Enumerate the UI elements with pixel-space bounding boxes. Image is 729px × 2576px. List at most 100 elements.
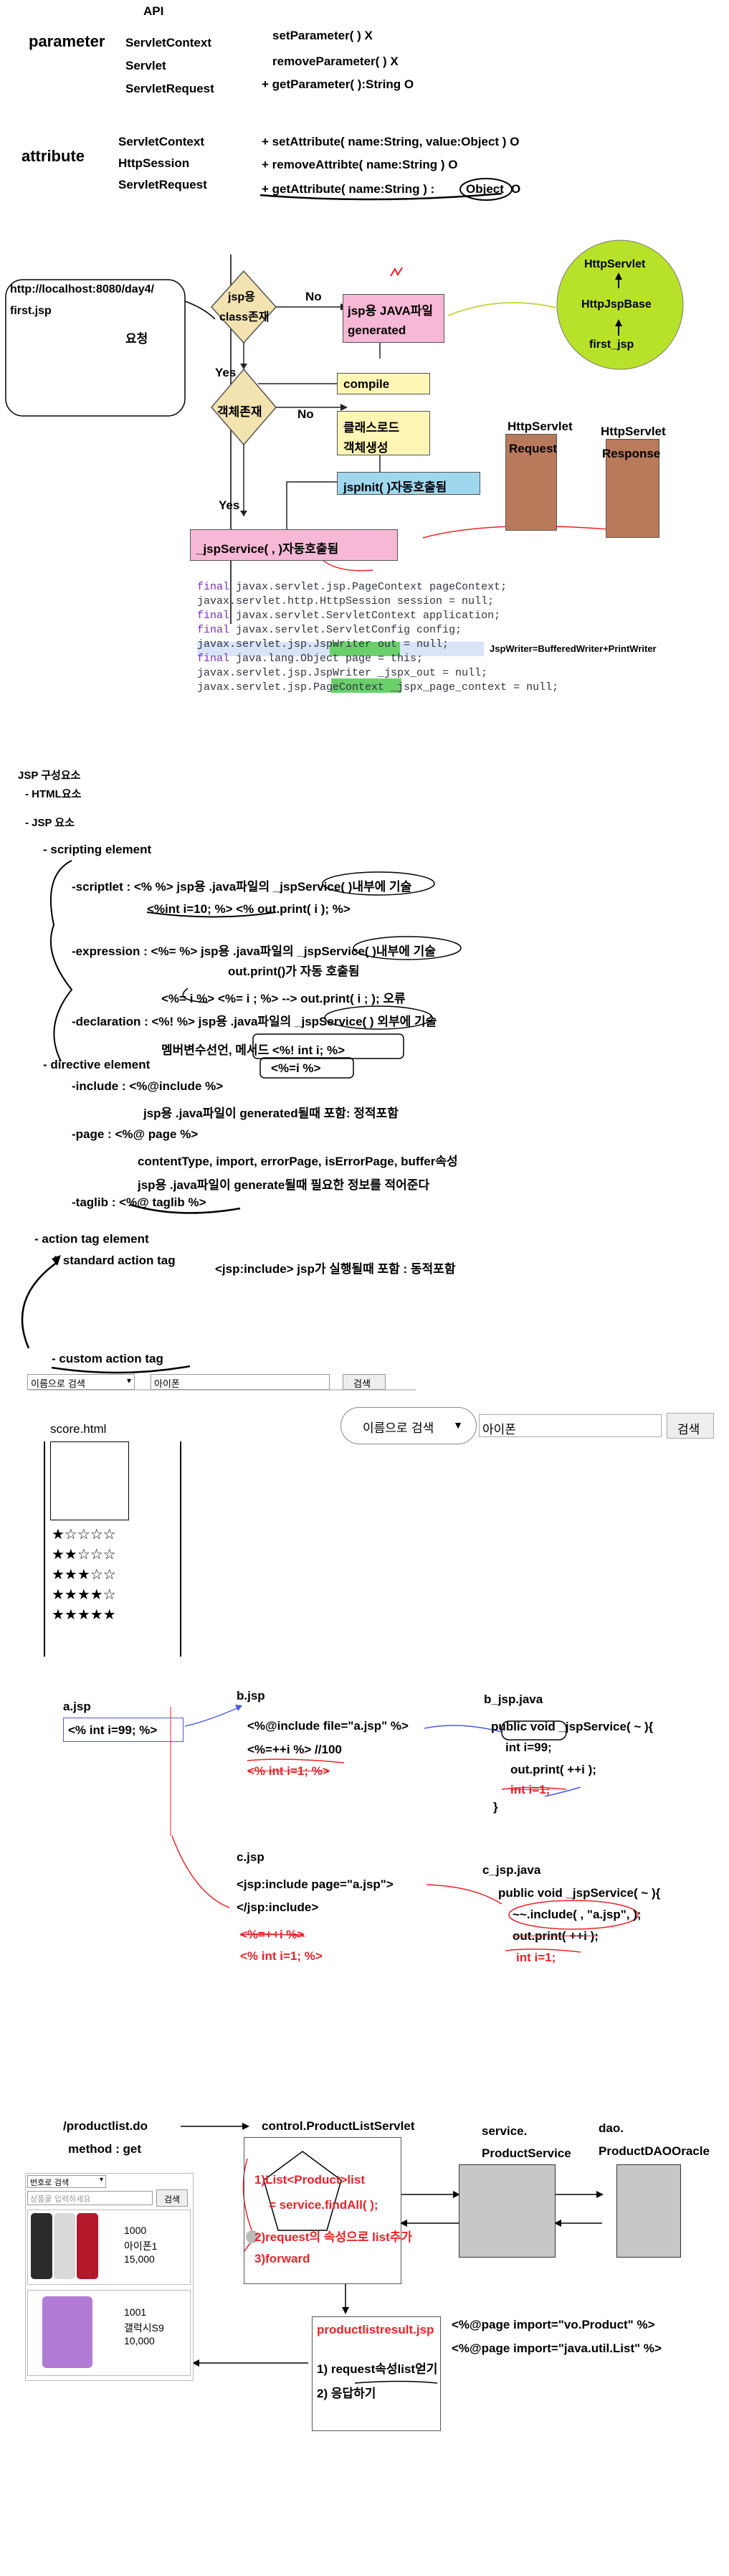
standard-action-tag: " standard action tag [54, 1254, 176, 1267]
big-search-button[interactable]: 검색 [667, 1413, 714, 1439]
b-java-line-5: } [493, 1800, 498, 1814]
declaration-desc: -declaration : <%! %> jsp용 .java파일의 _jsp… [72, 1015, 437, 1028]
yes-label-2: Yes [219, 498, 240, 512]
service-class: ProductService [482, 2146, 571, 2160]
scriptlet-example: <%int i=10; %> <% out.print( i ); %> [147, 902, 351, 916]
object-type: Object [466, 182, 504, 196]
class-load-box: 클래스로드 객체생성 [337, 411, 430, 455]
b-java-line-3: out.print( ++i ); [510, 1763, 596, 1776]
result-step-1: 1) request속성list얻기 [317, 2362, 438, 2376]
score-file: score.html [50, 1422, 107, 1436]
mini-search-input[interactable]: 상품을 입력하세요 [27, 2191, 153, 2205]
service-box [459, 2164, 556, 2258]
product-card[interactable]: 1000 아이폰1 15,000 [27, 2210, 191, 2285]
mini-search-button[interactable]: 검색 [156, 2189, 188, 2207]
product-card[interactable]: 1001 갤럭시S9 10,000 [27, 2290, 191, 2376]
request-object-title: HttpServlet [508, 420, 573, 433]
c-jsp-line-2: </jsp:include> [237, 1900, 319, 1914]
page-directive: -page : <%@ page %> [72, 1127, 199, 1141]
jspinit-label: jspInit( )자동호출됨 [343, 480, 447, 494]
result-jsp-box: productlistresult.jsp 1) request속성list얻기… [312, 2316, 441, 2431]
mini-search-placeholder: 상품을 입력하세요 [30, 2194, 91, 2204]
code-line: javax.servlet.http.HttpSession session =… [197, 595, 495, 607]
b-jsp-line-2: <%=++i %> //100 [247, 1743, 342, 1756]
chevron-down-icon: ▾ [126, 1375, 131, 1386]
result-step-2: 2) 응답하기 [317, 2387, 376, 2400]
jsp-element: - JSP 요소 [25, 817, 75, 829]
b-jsp-title: b.jsp [237, 1689, 265, 1703]
no-label-2: No [297, 407, 314, 421]
directive-element: - directive element [43, 1058, 151, 1071]
servlet-step-2: 2)request의 속성으로 list추가 [254, 2230, 413, 2244]
dao-class: ProductDAOOracle [599, 2144, 710, 2158]
jsp-writer-note: JspWriter=BufferedWriter+PrintWriter [490, 643, 657, 654]
page-detail-2: jsp용 .java파일이 generate될때 필요한 정보를 적어준다 [138, 1178, 430, 1192]
expression-desc: -expression : <%= %> jsp용 .java파일의 _jspS… [72, 944, 436, 958]
c-java-line-3: out.print( ++i ); [513, 1929, 599, 1943]
chevron-down-icon: ▾ [99, 2176, 103, 2184]
product-method: method : get [68, 2142, 141, 2156]
import-product: <%@page import="vo.Product" %> [452, 2318, 655, 2331]
a-jsp-title: a.jsp [63, 1700, 91, 1713]
custom-action-tag: - custom action tag [52, 1352, 163, 1365]
request-object-label: Request [509, 442, 558, 455]
response-object-title: HttpServlet [601, 425, 666, 438]
jspservice-box: _jspService( , )자동호출됨 [190, 529, 398, 561]
set-parameter: setParameter( ) X [272, 29, 373, 42]
jspservice-label: _jspService( , )자동호출됨 [196, 542, 339, 556]
score-row: ★★☆☆☆ [52, 1547, 116, 1563]
c-jsp-line-1: <jsp:include page="a.jsp"> [237, 1877, 394, 1891]
c-java-line-4: int i=1; [516, 1951, 556, 1964]
b-java-line-1: public void _jspService( ~ ){ [491, 1720, 654, 1733]
small-search-select-value: 이름으로 검색 [31, 1379, 85, 1390]
product-price: 15,000 [124, 2253, 155, 2265]
include-directive: -include : <%@include %> [72, 1079, 224, 1093]
small-search-button[interactable]: 검색 [343, 1374, 386, 1390]
product-price: 10,000 [124, 2335, 155, 2347]
product-servlet: control.ProductListServlet [262, 2119, 415, 2133]
c-java-title: c_jsp.java [482, 1863, 541, 1877]
big-search-button-label: 검색 [677, 1423, 700, 1437]
small-search-button-label: 검색 [353, 1379, 371, 1390]
b-jsp-line-1: <%@include file="a.jsp" %> [247, 1719, 409, 1733]
mini-search-select[interactable]: 번호로 검색 ▾ [27, 2175, 106, 2188]
c-jsp-line-4: <% int i=1; %> [240, 1949, 323, 1963]
code-line: final java.lang.Object page = this; [197, 653, 424, 665]
import-list: <%@page import="java.util.List" %> [452, 2341, 662, 2355]
small-search-select[interactable]: 이름으로 검색 ▾ [27, 1374, 135, 1390]
big-search-input[interactable]: 아이폰 [479, 1414, 662, 1437]
code-line: javax.servlet.jsp.JspWriter _jspx_out = … [197, 667, 488, 679]
phone-image-purple [42, 2296, 92, 2368]
score-frame [50, 1441, 129, 1520]
attr-servlet-context: ServletContext [118, 135, 204, 148]
response-object-box: Response [602, 439, 660, 538]
b-jsp-line-3: <% int i=1; %> [247, 1764, 330, 1778]
standard-action-detail: <jsp:include> jsp가 실행될때 포함 : 동적포함 [215, 1262, 456, 1276]
get-attribute: + getAttribute( name:String ) : [262, 182, 435, 196]
chevron-down-icon: ▼ [453, 1419, 463, 1431]
big-search-select-value: 이름으로 검색 [363, 1421, 434, 1436]
servlet-step-1b: = service.findAll( ); [269, 2198, 378, 2212]
expression-example: <%= i %> <%= i ; %> --> out.print( i ; )… [161, 992, 406, 1005]
api-label: API [143, 4, 164, 18]
request-object-box: Request [505, 434, 557, 531]
result-jsp-title: productlistresult.jsp [317, 2323, 434, 2336]
scripting-element: - scripting element [43, 843, 152, 856]
a-jsp-box: <% int i=99; %> [63, 1718, 184, 1742]
http-jsp-base-node: HttpJspBase [581, 298, 652, 311]
param-servlet-context: ServletContext [125, 36, 211, 49]
phone-image-red [77, 2213, 98, 2279]
compile-label: compile [343, 377, 390, 391]
code-line: final javax.servlet.ServletConfig config… [197, 624, 462, 636]
code-line: final javax.servlet.ServletContext appli… [197, 610, 501, 622]
big-search-select[interactable]: 이름으로 검색 ▼ [340, 1407, 477, 1444]
request-label: 요청 [125, 332, 148, 346]
object-o: O [511, 182, 521, 196]
a-jsp-code: <% int i=99; %> [68, 1723, 158, 1737]
product-name: 갤럭시S9 [124, 2322, 164, 2334]
decision-jsp-label: jsp용 [228, 291, 255, 303]
remove-attribute: + removeAttribte( name:String ) O [262, 158, 458, 171]
service-package: service. [482, 2124, 528, 2138]
small-search-input[interactable]: 아이폰 [151, 1374, 330, 1390]
product-page-preview: 번호로 검색 ▾ 상품을 입력하세요 검색 1000 아이폰1 15,000 1… [25, 2173, 194, 2381]
